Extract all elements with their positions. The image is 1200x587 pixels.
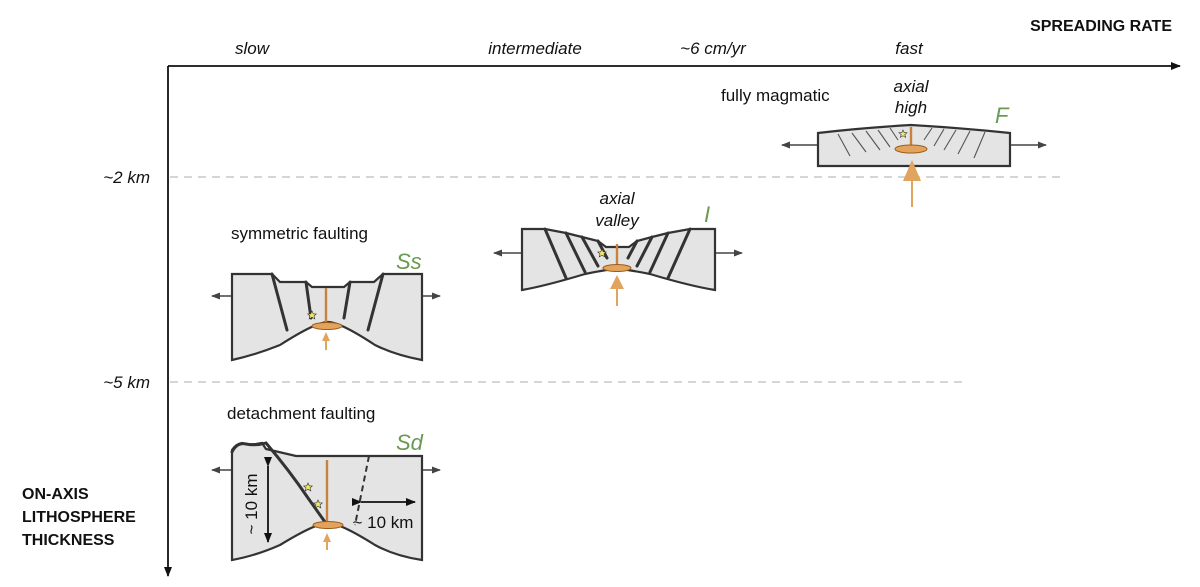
melt-lens-detachment [312, 521, 344, 529]
hanging-wall-fault [354, 455, 370, 526]
earthquake-star-icon [312, 499, 324, 509]
x-axis-title: SPREADING RATE [1030, 18, 1172, 35]
y-axis-title-line-3: THICKNESS [22, 532, 115, 549]
code-label-f: F [995, 103, 1010, 128]
vertical-scale-label: ~ 10 km [242, 474, 261, 535]
morphology-label-high: high [895, 98, 927, 117]
morphology-label-axial: axial [600, 189, 636, 208]
morphology-label-valley: valley [595, 211, 640, 230]
rate-label-slow: slow [235, 39, 271, 58]
melt-lens-symmetric [311, 322, 343, 330]
detachment-fault [230, 441, 327, 524]
style-label-fully-magmatic: fully magmatic [721, 86, 830, 105]
crustal-faults-fast [837, 127, 986, 159]
panel-detachment-faulting: detachment faulting Sd ~ 10 km ~ 10 km [211, 404, 441, 562]
rate-label-fast: fast [895, 39, 924, 58]
panel-fast: fully magmatic axial high F [721, 77, 1047, 207]
melt-lens-intermediate [602, 264, 632, 272]
upwelling-arrowhead-symmetric [322, 332, 330, 341]
rate-label-intermediate: intermediate [488, 39, 582, 58]
y-axis-title-line-2: LITHOSPHERE [22, 509, 136, 526]
code-label-i: I [704, 202, 710, 227]
earthquake-star-icon [306, 310, 318, 320]
depth-label-5km: ~5 km [103, 373, 150, 392]
panel-symmetric-faulting: symmetric faulting Ss [211, 224, 441, 362]
upwelling-arrowhead-fast [903, 160, 921, 181]
horizontal-scale-label: ~ 10 km [353, 513, 414, 532]
melt-lens-fast [894, 144, 928, 154]
upwelling-arrowhead-detachment [323, 533, 331, 542]
rate-labels: slow intermediate ~6 cm/yr fast [235, 39, 924, 58]
depth-label-2km: ~2 km [103, 168, 150, 187]
upwelling-arrowhead-intermediate [610, 275, 624, 289]
normal-faults-intermediate [543, 227, 692, 280]
normal-faults-symmetric [270, 272, 385, 332]
morphology-label-axial: axial [894, 77, 930, 96]
axes: SPREADING RATE ON-AXIS LITHOSPHERE THICK… [22, 18, 1181, 577]
rate-label-rate: ~6 cm/yr [680, 39, 747, 58]
earthquake-star-icon [898, 129, 908, 139]
style-label-symmetric-faulting: symmetric faulting [231, 224, 368, 243]
earthquake-star-icon [302, 482, 314, 492]
code-label-sd: Sd [396, 430, 424, 455]
style-label-detachment-faulting: detachment faulting [227, 404, 375, 423]
y-axis-title-line-1: ON-AXIS [22, 486, 89, 503]
code-label-ss: Ss [396, 249, 422, 274]
panel-intermediate: axial valley I [493, 189, 743, 306]
earthquake-star-icon [596, 248, 608, 258]
